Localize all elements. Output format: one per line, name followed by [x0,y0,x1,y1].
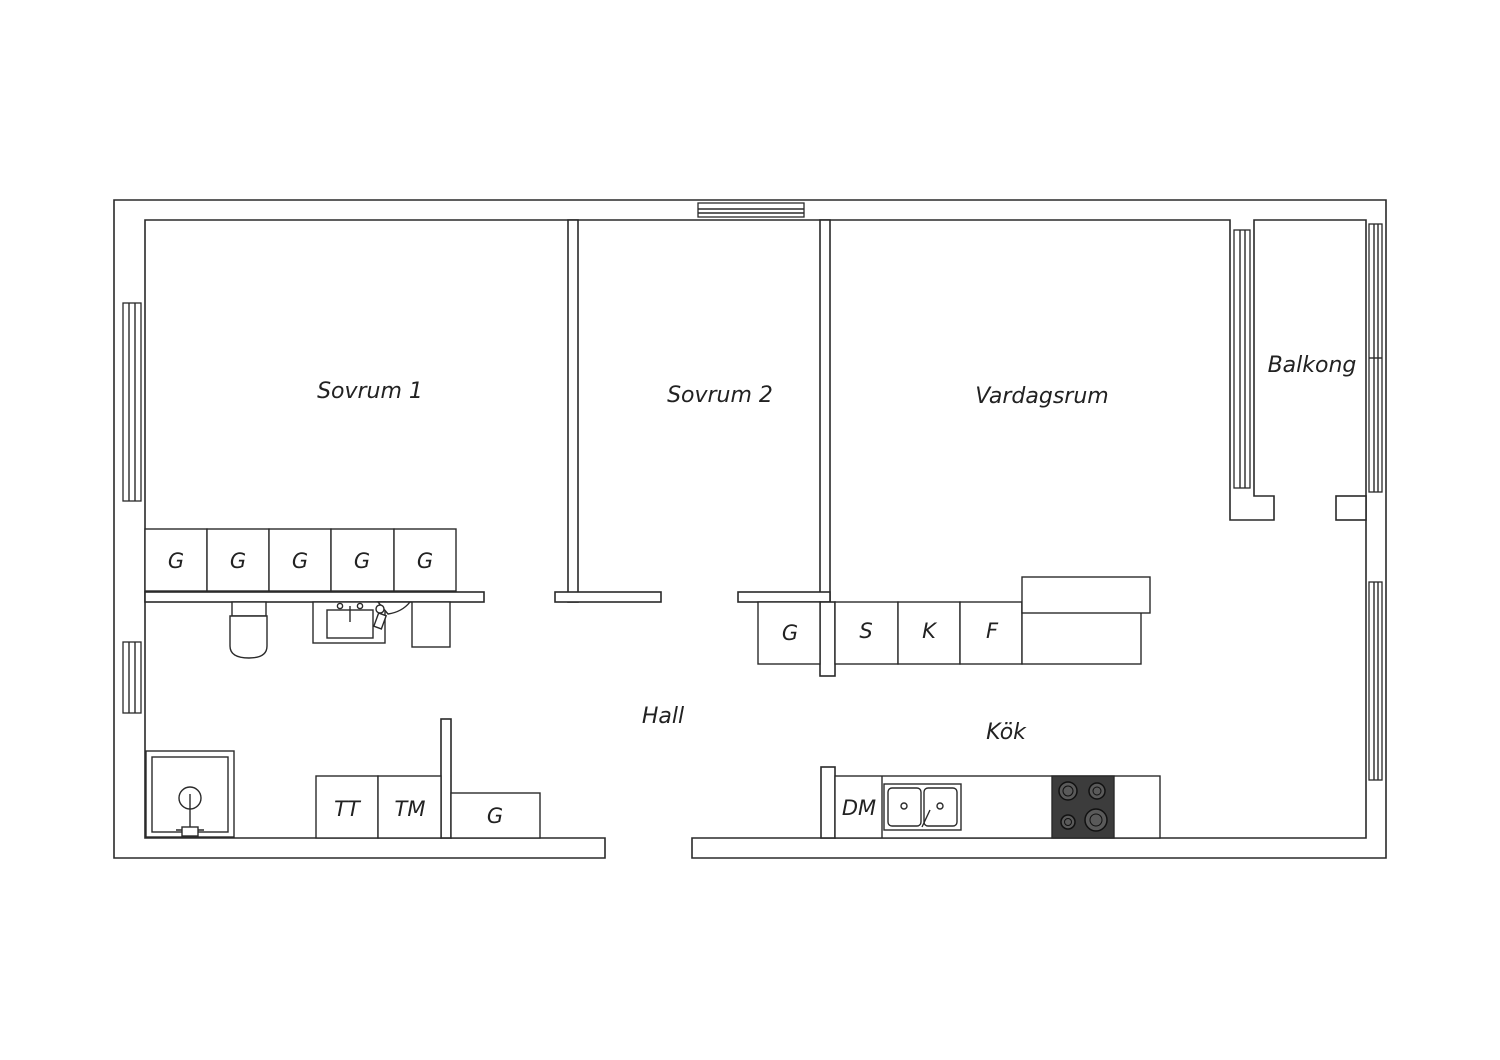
wardrobe-label: G [417,549,433,573]
wall-bath-top [144,591,485,603]
wall-bed2-living [819,219,831,603]
wardrobe-label: G [230,549,246,573]
tumble-dryer-label: TT [334,797,362,821]
exterior-wall [113,199,1387,859]
room-label-sovrum1: Sovrum 1 [317,379,423,404]
shower-icon [145,750,235,838]
room-label-kok: Kök [986,720,1027,745]
wall-hall-right-stub [737,591,831,603]
wall-kitchen-stub [820,766,836,839]
washing-machine-label: TM [395,797,426,821]
kitchen-shelf [1021,576,1151,614]
f-unit-label: F [986,619,999,643]
faucet-icon [372,601,412,630]
toilet-icon [229,601,268,659]
window-icon [1368,223,1383,493]
laundry-units: TT TM [315,775,442,839]
wall-living-pier [1335,495,1367,521]
washbasin-icon [312,601,386,644]
wardrobe-label: G [487,804,503,828]
wardrobe-label: G [354,549,370,573]
wall-bed1-bed2 [567,219,579,603]
window-icon [697,202,805,218]
wall-closet-kitchen [819,601,836,677]
window-icon [122,641,142,714]
dishwasher-label: DM [842,796,876,820]
room-label-hall: Hall [642,704,684,729]
room-label-balkong: Balkong [1268,353,1357,378]
wardrobe-label: G [168,549,184,573]
fridge-label: K [922,619,938,643]
double-sink-icon [883,783,962,831]
stove-icon [1051,775,1115,839]
washer-niche [411,601,451,648]
window-icon [1368,581,1383,781]
room-label-vardagsrum: Vardagsrum [975,384,1108,409]
window-icon [1233,229,1251,489]
wall-bath-hall [440,718,452,839]
window-icon [122,302,142,502]
wardrobe-label: G [292,549,308,573]
wardrobe-row-sovrum1: G G G G G [144,528,457,592]
hall-closet [757,601,821,665]
freezer-label: S [859,619,872,643]
room-label-sovrum2: Sovrum 2 [667,383,773,408]
hall-wardrobe [450,792,541,839]
wall-hall-left-stub [554,591,662,603]
wardrobe-label: G [782,621,798,645]
